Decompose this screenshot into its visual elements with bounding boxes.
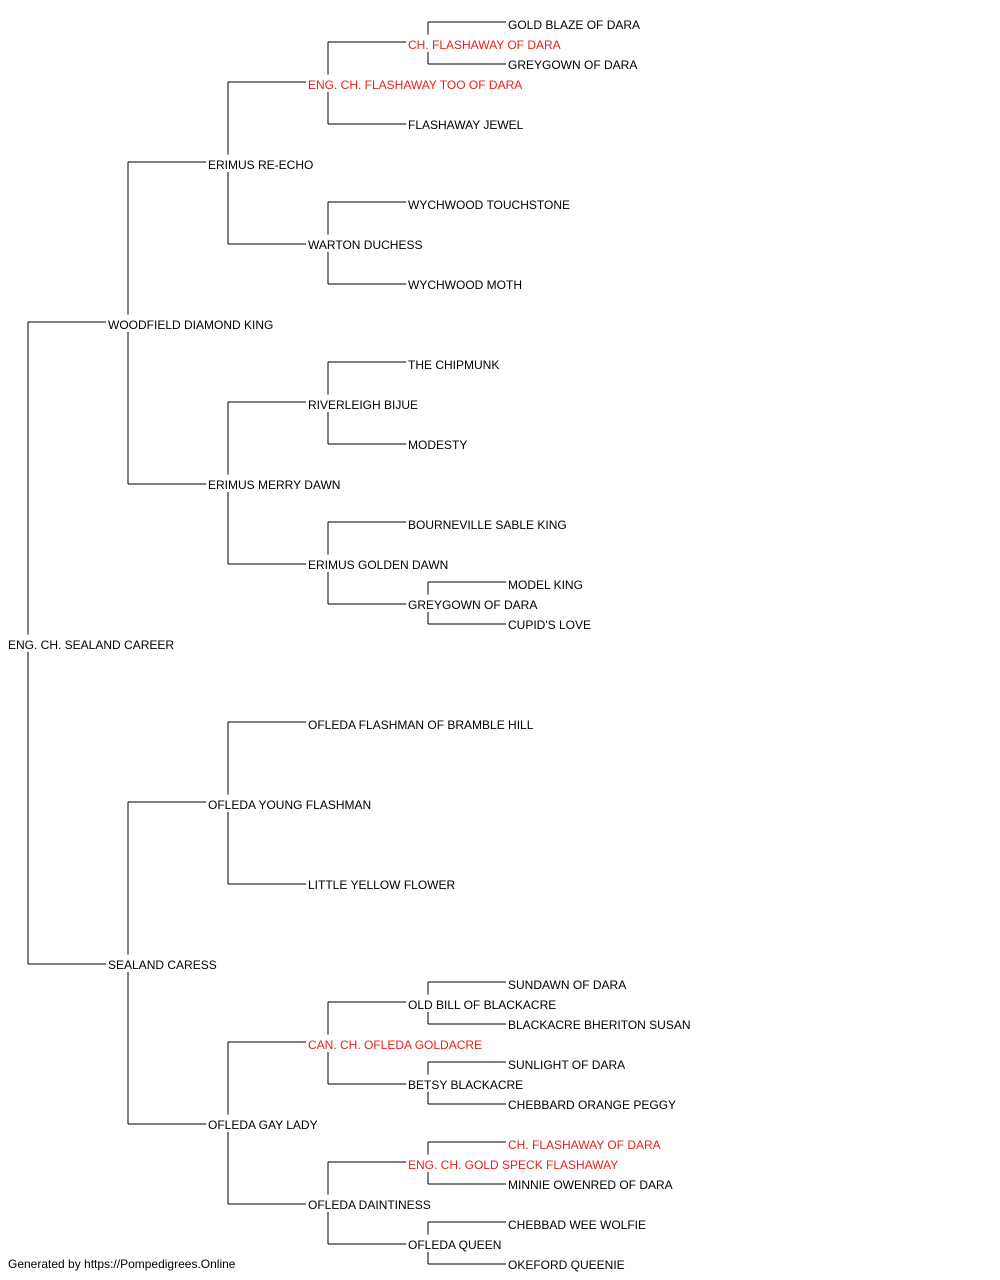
pedigree-entry[interactable]: ENG. CH. FLASHAWAY TOO OF DARA — [308, 77, 523, 92]
pedigree-entry[interactable]: ERIMUS MERRY DAWN — [208, 477, 341, 492]
pedigree-entry[interactable]: OKEFORD QUEENIE — [508, 1257, 625, 1272]
pedigree-entry[interactable]: BLACKACRE BHERITON SUSAN — [508, 1017, 691, 1032]
pedigree-entry[interactable]: CHEBBARD ORANGE PEGGY — [508, 1097, 677, 1112]
pedigree-entry[interactable]: ENG. CH. GOLD SPECK FLASHAWAY — [408, 1157, 619, 1172]
pedigree-entry[interactable]: LITTLE YELLOW FLOWER — [308, 877, 456, 892]
pedigree-entry[interactable]: SUNDAWN OF DARA — [508, 977, 627, 992]
pedigree-entry[interactable]: OFLEDA FLASHMAN OF BRAMBLE HILL — [308, 717, 534, 732]
pedigree-entry[interactable]: MODESTY — [408, 437, 468, 452]
pedigree-entry[interactable]: ENG. CH. SEALAND CAREER — [8, 637, 175, 652]
pedigree-entry[interactable]: MODEL KING — [508, 577, 583, 592]
pedigree-entry[interactable]: BOURNEVILLE SABLE KING — [408, 517, 567, 532]
pedigree-entry[interactable]: ERIMUS GOLDEN DAWN — [308, 557, 449, 572]
pedigree-entry[interactable]: BETSY BLACKACRE — [408, 1077, 524, 1092]
pedigree-entry[interactable]: THE CHIPMUNK — [408, 357, 500, 372]
pedigree-entry[interactable]: MINNIE OWENRED OF DARA — [508, 1177, 673, 1192]
pedigree-entry[interactable]: SUNLIGHT OF DARA — [508, 1057, 626, 1072]
pedigree-entry[interactable]: CH. FLASHAWAY OF DARA — [508, 1137, 661, 1152]
pedigree-entry[interactable]: OLD BILL OF BLACKACRE — [408, 997, 557, 1012]
pedigree-entry[interactable]: GOLD BLAZE OF DARA — [508, 17, 641, 32]
pedigree-entry[interactable]: ERIMUS RE-ECHO — [208, 157, 314, 172]
pedigree-entry[interactable]: WARTON DUCHESS — [308, 237, 423, 252]
footer-credit[interactable]: Generated by https://Pompedigrees.Online — [8, 1257, 236, 1271]
pedigree-entry[interactable]: OFLEDA QUEEN — [408, 1237, 502, 1252]
pedigree-entry[interactable]: FLASHAWAY JEWEL — [408, 117, 524, 132]
pedigree-entry[interactable]: OFLEDA GAY LADY — [208, 1117, 318, 1132]
pedigree-entry[interactable]: CAN. CH. OFLEDA GOLDACRE — [308, 1037, 483, 1052]
pedigree-entry[interactable]: CH. FLASHAWAY OF DARA — [408, 37, 561, 52]
pedigree-entry[interactable]: WYCHWOOD TOUCHSTONE — [408, 197, 571, 212]
pedigree-entry[interactable]: RIVERLEIGH BIJUE — [308, 397, 419, 412]
pedigree-entry[interactable]: WYCHWOOD MOTH — [408, 277, 522, 292]
pedigree-entry[interactable]: SEALAND CARESS — [108, 957, 217, 972]
pedigree-entry[interactable]: OFLEDA YOUNG FLASHMAN — [208, 797, 372, 812]
pedigree-entry[interactable]: OFLEDA DAINTINESS — [308, 1197, 431, 1212]
pedigree-entry[interactable]: WOODFIELD DIAMOND KING — [108, 317, 274, 332]
pedigree-entry[interactable]: CUPID'S LOVE — [508, 617, 591, 632]
pedigree-entry[interactable]: GREYGOWN OF DARA — [508, 57, 638, 72]
pedigree-entry[interactable]: CHEBBAD WEE WOLFIE — [508, 1217, 647, 1232]
pedigree-entry[interactable]: GREYGOWN OF DARA — [408, 597, 538, 612]
